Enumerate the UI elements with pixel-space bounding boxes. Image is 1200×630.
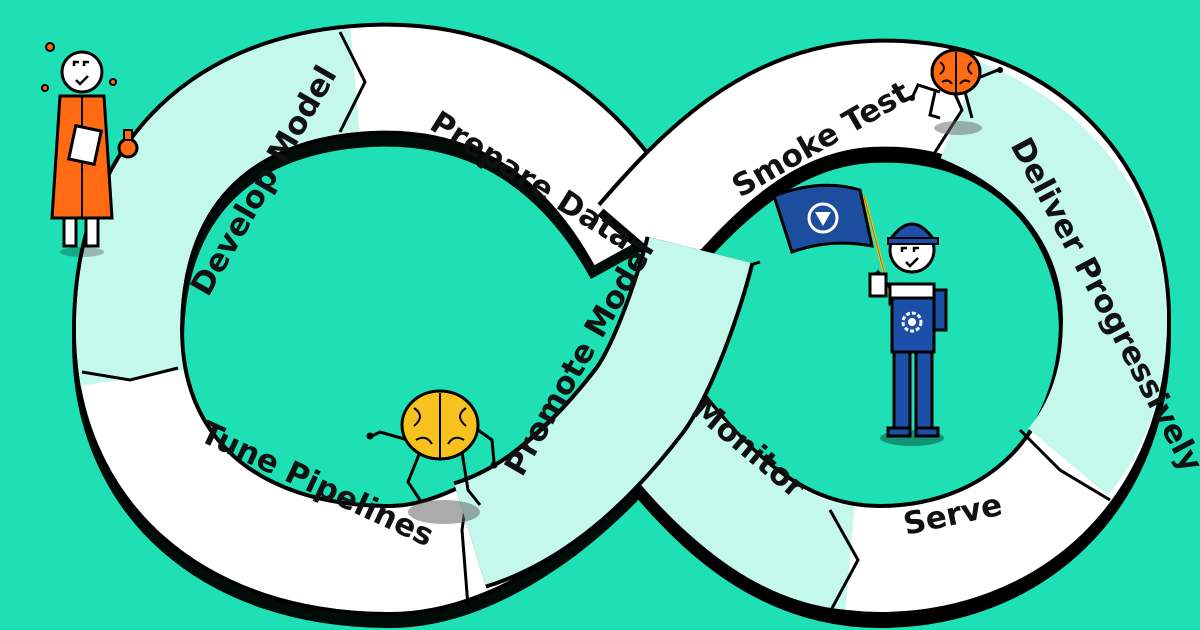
flag	[772, 183, 874, 254]
worker-character	[772, 183, 948, 446]
divider	[828, 509, 860, 613]
gear-icon	[901, 311, 923, 333]
divider	[338, 31, 367, 133]
yellow-brain-character	[366, 389, 498, 524]
orange-brain-character	[909, 48, 1003, 135]
crossing-band	[452, 235, 755, 589]
divider	[81, 366, 179, 382]
divider	[1018, 428, 1111, 502]
logo-flag-icon	[807, 202, 839, 234]
scientist-character	[41, 42, 139, 257]
